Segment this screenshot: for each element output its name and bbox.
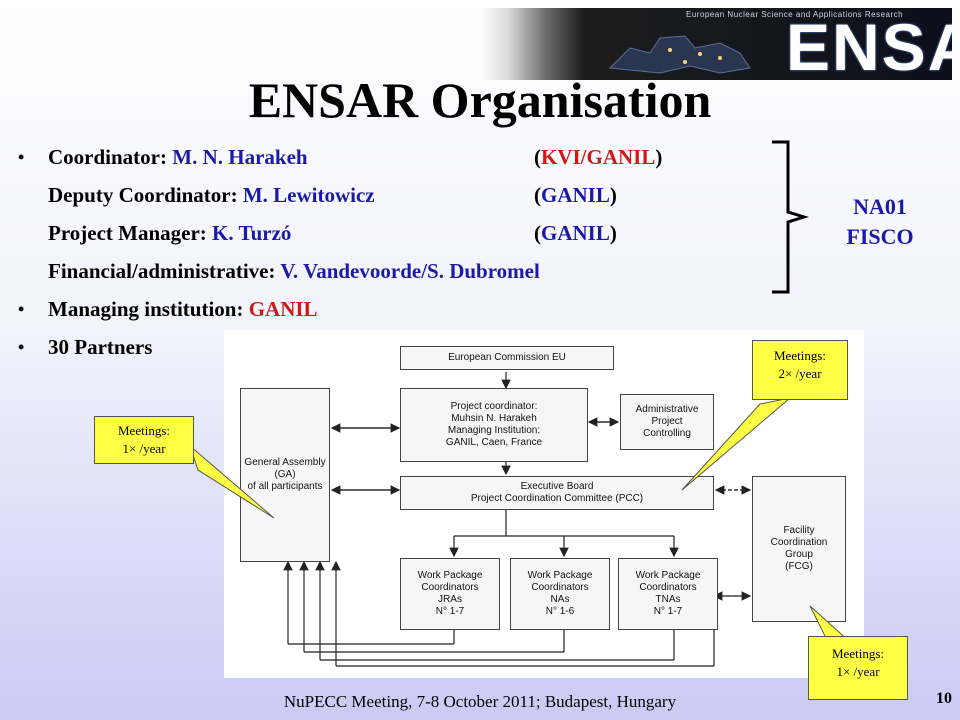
europe-map-graphic (608, 35, 751, 74)
bracket-label-line2: FISCO (846, 224, 914, 249)
role-affiliation: GANIL (541, 183, 610, 207)
bullet-icon: • (18, 147, 25, 167)
role-name: K. Turzó (212, 221, 292, 245)
affiliation-open: ( (534, 145, 541, 169)
page-number: 10 (936, 690, 952, 707)
coordinator-box: Project coordinator: Muhsin N. Harakeh M… (400, 388, 588, 462)
role-label: Financial/administrative: (48, 259, 281, 283)
managing-label: Managing institution: (48, 297, 249, 321)
role-coordinator: • Coordinator: M. N. Harakeh (KVI/GANIL) (18, 138, 778, 176)
logo-subtitle: European Nuclear Science and Application… (686, 10, 904, 19)
board-box: Executive Board Project Coordination Com… (400, 476, 714, 510)
role-label: Deputy Coordinator: (48, 183, 243, 207)
affiliation-close: ) (655, 145, 663, 169)
managing-value: GANIL (248, 297, 318, 321)
role-name: M. N. Harakeh (172, 145, 308, 169)
fcg-box: Facility Coordination Group (FCG) (752, 476, 846, 622)
bracket-label: NA01 FISCO (810, 192, 950, 252)
role-deputy: Deputy Coordinator: M. Lewitowicz (GANIL… (18, 176, 778, 214)
bullet-icon: • (18, 337, 25, 357)
affiliation-close: ) (609, 221, 617, 245)
affiliation-open: ( (534, 183, 541, 207)
wp-na-box: Work Package Coordinators NAs N° 1-6 (510, 558, 610, 630)
right-bracket-icon (772, 140, 810, 294)
board-meetings-callout: Meetings: 2× /year (752, 340, 848, 400)
role-list: • Coordinator: M. N. Harakeh (KVI/GANIL)… (18, 138, 778, 366)
affiliation-open: ( (534, 221, 541, 245)
ensar-logo: European Nuclear Science and Application… (480, 8, 952, 80)
ga-box: General Assembly (GA) of all participant… (240, 388, 330, 562)
role-name: V. Vandevoorde/S. Dubromel (280, 259, 540, 283)
admin-box: Administrative Project Controlling (620, 394, 714, 450)
role-affiliation: KVI/GANIL (541, 145, 656, 169)
role-financial: Financial/administrative: V. Vandevoorde… (18, 252, 778, 290)
logo-wordmark: ENSAR (786, 10, 952, 80)
ga-meetings-callout: Meetings: 1× /year (94, 416, 194, 464)
footer-text: NuPECC Meeting, 7-8 October 2011; Budape… (283, 692, 677, 711)
wp-jra-box: Work Package Coordinators JRAs N° 1-7 (400, 558, 500, 630)
ec-box: European Commission EU (400, 346, 614, 370)
role-affiliation: GANIL (541, 221, 610, 245)
bracket-label-line1: NA01 (853, 194, 907, 219)
role-project-manager: Project Manager: K. Turzó (GANIL) (18, 214, 778, 252)
partners-text: 30 Partners (48, 335, 153, 359)
bullet-icon: • (18, 299, 25, 319)
affiliation-close: ) (609, 183, 617, 207)
role-label: Coordinator: (48, 145, 173, 169)
managing-institution: • Managing institution: GANIL (18, 290, 778, 328)
partners-count: • 30 Partners (18, 328, 778, 366)
diagram-connectors (283, 372, 752, 667)
slide-title: ENSAR Organisation (248, 72, 712, 128)
role-label: Project Manager: (48, 221, 213, 245)
fcg-meetings-callout: Meetings: 1× /year (808, 636, 908, 700)
wp-tna-box: Work Package Coordinators TNAs N° 1-7 (618, 558, 718, 630)
role-name: M. Lewitowicz (242, 183, 375, 207)
